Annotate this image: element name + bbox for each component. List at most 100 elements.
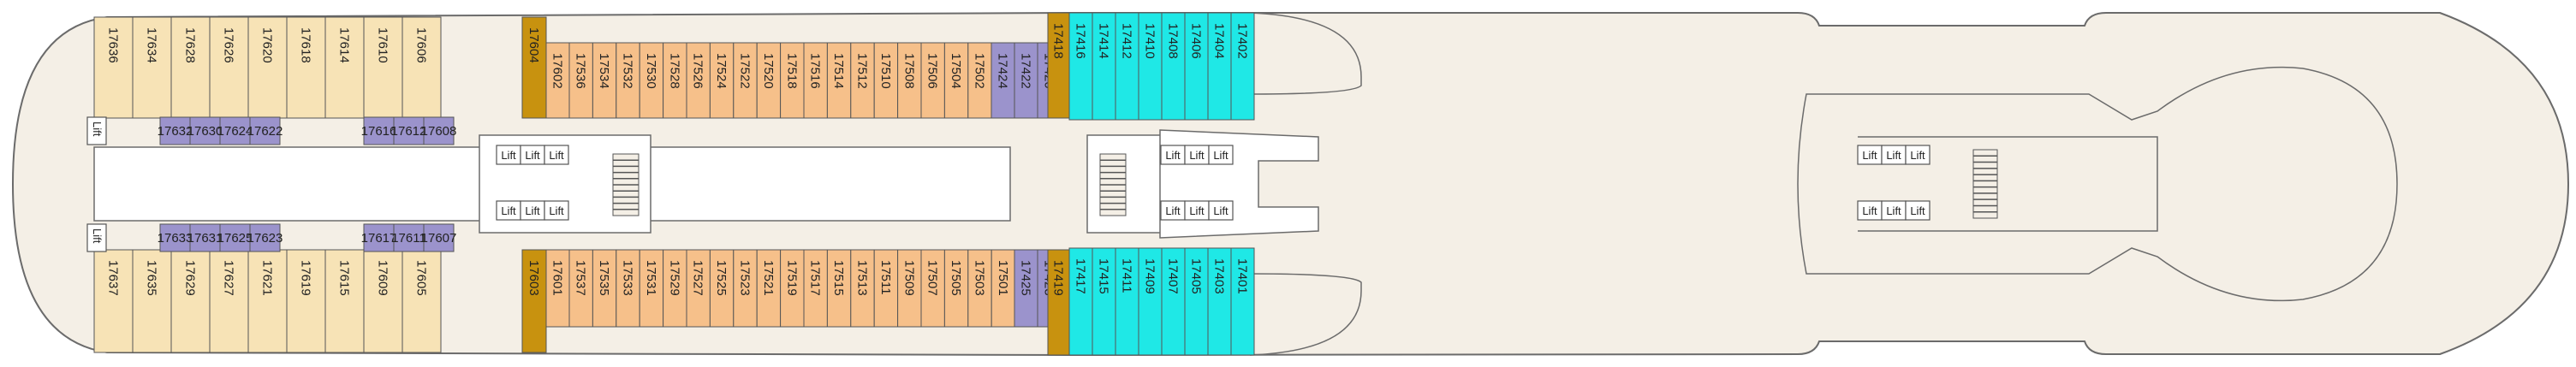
cabin-17637[interactable]: 17637 — [93, 249, 134, 353]
cabin-17527[interactable]: 17527 — [686, 249, 711, 328]
cabin-17630[interactable]: 17630 — [187, 116, 223, 145]
cabin-17636[interactable]: 17636 — [93, 16, 134, 119]
lift-fwd-top-1: Lift — [1160, 145, 1186, 165]
cabin-17417[interactable]: 17417 — [1068, 247, 1093, 356]
cabin-17519[interactable]: 17519 — [780, 249, 805, 328]
cabin-17622[interactable]: 17622 — [247, 116, 283, 145]
cabin-17623[interactable]: 17623 — [247, 223, 283, 252]
cabin-17533[interactable]: 17533 — [616, 249, 640, 328]
cabin-17517[interactable]: 17517 — [803, 249, 828, 328]
cabin-17407[interactable]: 17407 — [1161, 247, 1186, 356]
cabin-17625[interactable]: 17625 — [217, 223, 253, 252]
cabin-17525[interactable]: 17525 — [709, 249, 735, 328]
cabin-17635[interactable]: 17635 — [132, 249, 172, 353]
cabin-17537[interactable]: 17537 — [568, 249, 593, 328]
cabin-17605[interactable]: 17605 — [402, 249, 442, 353]
cabin-17601[interactable]: 17601 — [545, 249, 570, 328]
cabin-17521[interactable]: 17521 — [756, 249, 782, 328]
cabin-17416[interactable]: 17416 — [1068, 12, 1093, 121]
cabin-17522[interactable]: 17522 — [733, 42, 758, 119]
cabin-17418[interactable]: 17418 — [1047, 12, 1070, 119]
cabin-17408[interactable]: 17408 — [1161, 12, 1186, 121]
cabin-17406[interactable]: 17406 — [1184, 12, 1209, 121]
cabin-17511[interactable]: 17511 — [873, 249, 899, 328]
cabin-17631[interactable]: 17631 — [187, 223, 223, 252]
cabin-number: 17418 — [1051, 23, 1066, 59]
cabin-17608[interactable]: 17608 — [421, 116, 457, 145]
cabin-17518[interactable]: 17518 — [780, 42, 805, 119]
cabin-17526[interactable]: 17526 — [686, 42, 711, 119]
cabin-17512[interactable]: 17512 — [850, 42, 875, 119]
lift-label: Lift — [1910, 204, 1925, 217]
cabin-17513[interactable]: 17513 — [850, 249, 875, 328]
cabin-17632[interactable]: 17632 — [158, 116, 193, 145]
lift-label: Lift — [1165, 204, 1181, 217]
cabin-17520[interactable]: 17520 — [756, 42, 782, 119]
cabin-17404[interactable]: 17404 — [1207, 12, 1232, 121]
cabin-17603[interactable]: 17603 — [521, 249, 547, 353]
cabin-17618[interactable]: 17618 — [286, 16, 326, 119]
cabin-17604[interactable]: 17604 — [521, 16, 547, 119]
cabin-17615[interactable]: 17615 — [324, 249, 365, 353]
cabin-17535[interactable]: 17535 — [592, 249, 617, 328]
cabin-17620[interactable]: 17620 — [247, 16, 288, 119]
cabin-17621[interactable]: 17621 — [247, 249, 288, 353]
cabin-17534[interactable]: 17534 — [592, 42, 617, 119]
cabin-17524[interactable]: 17524 — [709, 42, 735, 119]
cabin-number: 17519 — [784, 260, 799, 296]
cabin-17606[interactable]: 17606 — [402, 16, 442, 119]
cabin-17507[interactable]: 17507 — [920, 249, 945, 328]
cabin-17405[interactable]: 17405 — [1184, 247, 1209, 356]
cabin-17602[interactable]: 17602 — [545, 42, 570, 119]
cabin-17530[interactable]: 17530 — [639, 42, 664, 119]
cabin-17424[interactable]: 17424 — [991, 42, 1015, 119]
cabin-17617[interactable]: 17617 — [361, 223, 397, 252]
cabin-17634[interactable]: 17634 — [132, 16, 172, 119]
cabin-17612[interactable]: 17612 — [391, 116, 427, 145]
cabin-17411[interactable]: 17411 — [1115, 247, 1139, 356]
cabin-number: 17402 — [1235, 23, 1250, 59]
cabin-17515[interactable]: 17515 — [826, 249, 852, 328]
cabin-17409[interactable]: 17409 — [1138, 247, 1163, 356]
cabin-number: 17614 — [337, 27, 352, 63]
cabin-17516[interactable]: 17516 — [803, 42, 828, 119]
cabin-17502[interactable]: 17502 — [967, 42, 992, 119]
cabin-17532[interactable]: 17532 — [616, 42, 640, 119]
cabin-17607[interactable]: 17607 — [421, 223, 457, 252]
cabin-17609[interactable]: 17609 — [363, 249, 403, 353]
cabin-17506[interactable]: 17506 — [920, 42, 945, 119]
cabin-17627[interactable]: 17627 — [209, 249, 249, 353]
cabin-17508[interactable]: 17508 — [897, 42, 922, 119]
cabin-17401[interactable]: 17401 — [1230, 247, 1255, 356]
cabin-17419[interactable]: 17419 — [1047, 249, 1070, 356]
cabin-17528[interactable]: 17528 — [663, 42, 687, 119]
cabin-17629[interactable]: 17629 — [170, 249, 211, 353]
cabin-17501[interactable]: 17501 — [991, 249, 1016, 328]
cabin-17529[interactable]: 17529 — [663, 249, 687, 328]
cabin-17504[interactable]: 17504 — [943, 42, 969, 119]
cabin-17403[interactable]: 17403 — [1207, 247, 1232, 356]
cabin-17503[interactable]: 17503 — [967, 249, 992, 328]
cabin-17610[interactable]: 17610 — [363, 16, 403, 119]
cabin-17616[interactable]: 17616 — [361, 116, 397, 145]
cabin-17422[interactable]: 17422 — [1014, 42, 1038, 119]
cabin-17402[interactable]: 17402 — [1230, 12, 1255, 121]
cabin-17536[interactable]: 17536 — [568, 42, 593, 119]
cabin-17509[interactable]: 17509 — [897, 249, 922, 328]
cabin-17523[interactable]: 17523 — [733, 249, 758, 328]
cabin-17611[interactable]: 17611 — [391, 223, 426, 252]
cabin-17514[interactable]: 17514 — [826, 42, 852, 119]
cabin-17626[interactable]: 17626 — [209, 16, 249, 119]
cabin-17412[interactable]: 17412 — [1115, 12, 1139, 121]
cabin-17415[interactable]: 17415 — [1092, 247, 1116, 356]
cabin-17510[interactable]: 17510 — [873, 42, 899, 119]
cabin-17614[interactable]: 17614 — [324, 16, 365, 119]
cabin-17425[interactable]: 17425 — [1014, 249, 1038, 328]
cabin-17531[interactable]: 17531 — [639, 249, 664, 328]
cabin-17414[interactable]: 17414 — [1092, 12, 1116, 121]
cabin-17410[interactable]: 17410 — [1138, 12, 1163, 121]
cabin-17619[interactable]: 17619 — [286, 249, 326, 353]
cabin-17505[interactable]: 17505 — [943, 249, 969, 328]
cabin-17628[interactable]: 17628 — [170, 16, 211, 119]
cabin-17624[interactable]: 17624 — [217, 116, 253, 145]
